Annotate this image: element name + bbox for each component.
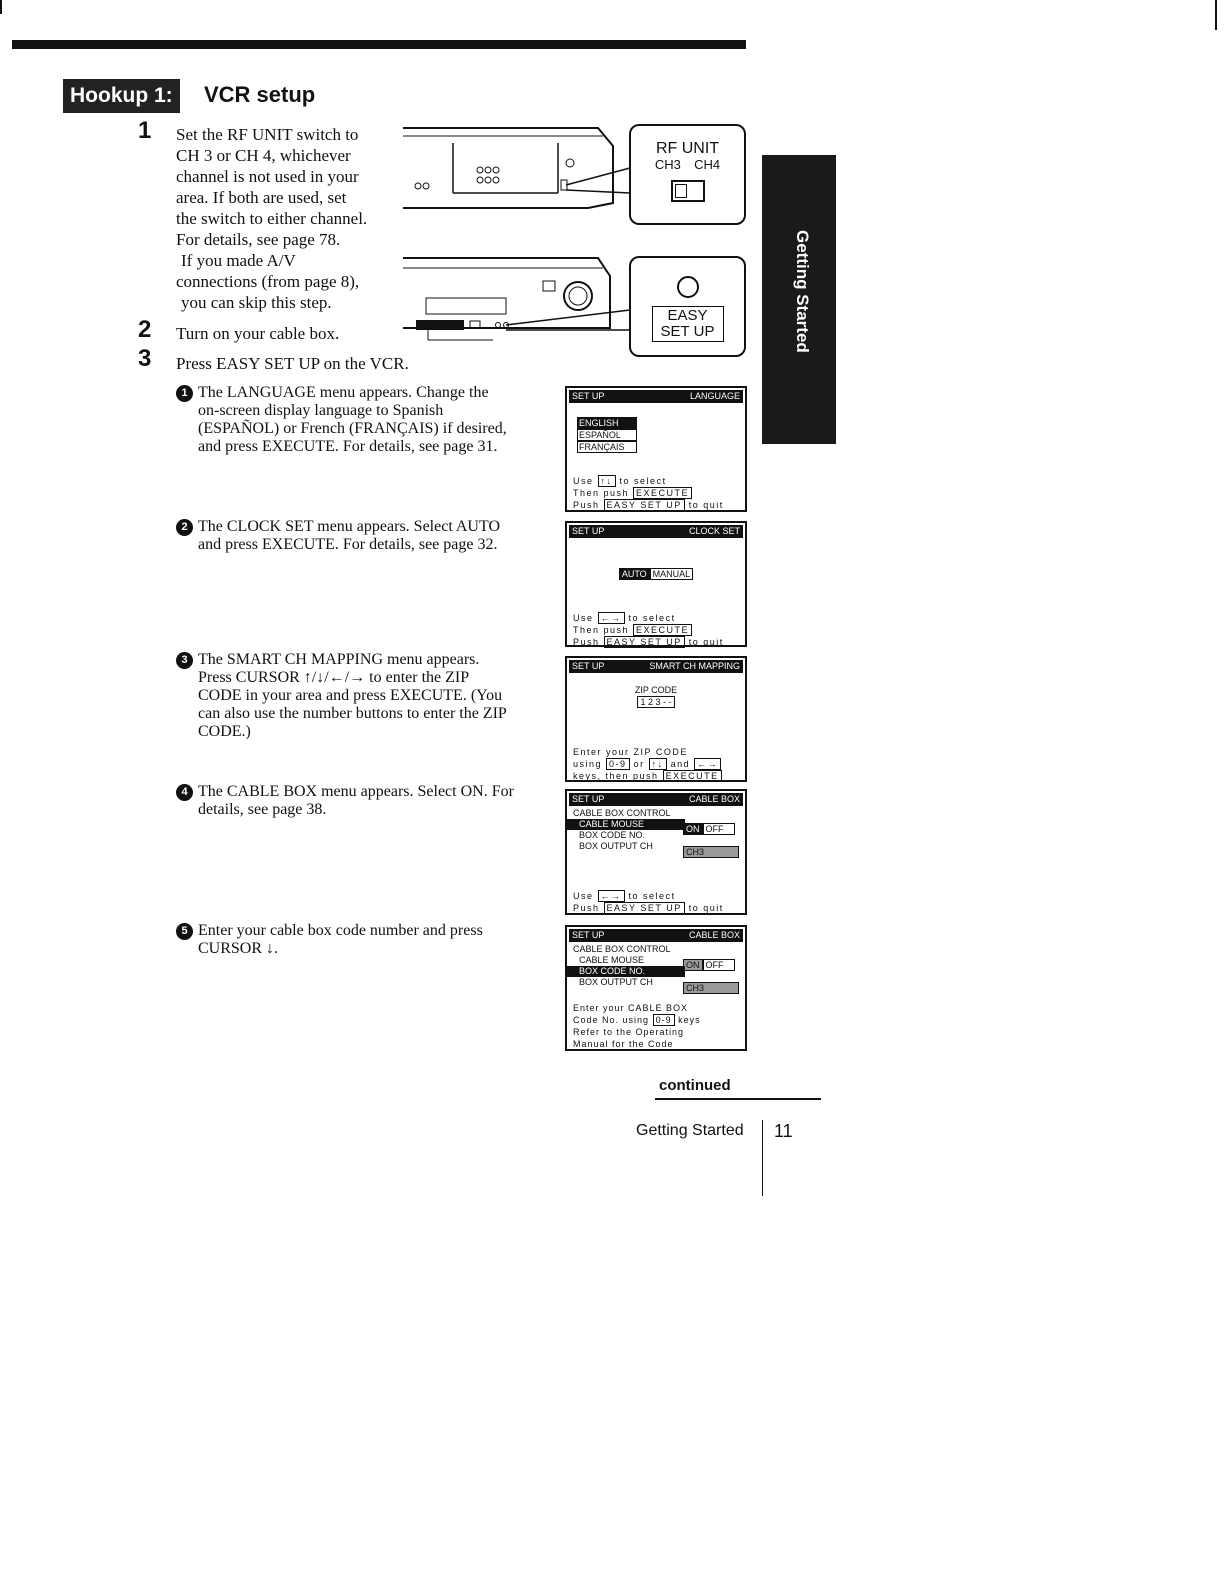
section-tab: Getting Started bbox=[762, 155, 836, 444]
step-marker-icon: 4 bbox=[176, 784, 193, 801]
footer-section: Getting Started bbox=[636, 1122, 744, 1139]
easy-setup-key: EASY SET UP bbox=[651, 306, 724, 342]
step-3-text: Press EASY SET UP on the VCR. bbox=[176, 354, 409, 373]
box-code-row: BOX CODE NO. bbox=[567, 966, 685, 977]
box-code-row: BOX CODE NO. bbox=[579, 830, 646, 840]
language-option: FRANÇAIS bbox=[577, 441, 637, 453]
language-option: ESPAÑOL bbox=[577, 429, 637, 441]
cable-mouse-row: CABLE MOUSE bbox=[567, 819, 685, 830]
easy-setup-button-icon bbox=[676, 276, 699, 298]
step-marker-icon: 2 bbox=[176, 519, 193, 536]
zip-code-field: 1 2 3 - - bbox=[637, 696, 675, 708]
footer-divider bbox=[762, 1120, 763, 1196]
box-output-row: BOX OUTPUT CH bbox=[579, 977, 653, 987]
cursor-keys-icon: ↑↓ bbox=[648, 758, 667, 770]
output-ch-value: CH3 bbox=[683, 846, 739, 858]
auto-option: AUTO bbox=[618, 568, 650, 580]
step-number: 1 bbox=[138, 117, 152, 144]
cursor-keys-icon: ↑↓ bbox=[597, 475, 616, 487]
section-tab-label: Getting Started bbox=[793, 230, 812, 353]
on-option: ON bbox=[683, 959, 703, 971]
off-option: OFF bbox=[702, 959, 735, 971]
vcr-illustration bbox=[403, 127, 631, 341]
rf-switch-icon bbox=[670, 180, 705, 202]
step-1-text: Set the RF UNIT switch to CH 3 or CH 4, … bbox=[176, 125, 368, 312]
page-number: 11 bbox=[774, 1121, 793, 1141]
box-output-row: BOX OUTPUT CH bbox=[579, 841, 653, 851]
off-option: OFF bbox=[702, 823, 735, 835]
crop-mark bbox=[1215, 0, 1217, 30]
language-option: ENGLISH bbox=[577, 417, 637, 429]
continued-label: continued bbox=[659, 1077, 731, 1094]
ch3-label: CH3 bbox=[654, 157, 681, 172]
cursor-keys-icon: ←→ bbox=[597, 890, 625, 902]
step-marker-icon: 5 bbox=[176, 923, 193, 940]
step-number: 2 bbox=[138, 316, 152, 343]
cursor-keys-icon: ←→ bbox=[597, 612, 625, 624]
step-marker-icon: 1 bbox=[176, 385, 193, 402]
cursor-keys-icon: ←→ bbox=[694, 758, 722, 770]
output-ch-value: CH3 bbox=[683, 982, 739, 994]
manual-option: MANUAL bbox=[649, 568, 694, 580]
step-number: 3 bbox=[138, 345, 152, 372]
rf-unit-label: RF UNIT bbox=[655, 140, 720, 157]
easy-setup-callout: EASY SET UP bbox=[629, 256, 746, 357]
continued-rule bbox=[655, 1098, 821, 1100]
page-title: VCR setup bbox=[204, 82, 316, 107]
hookup-label: Hookup 1: bbox=[63, 79, 180, 113]
cable-mouse-row: CABLE MOUSE bbox=[579, 955, 645, 965]
step-marker-icon: 3 bbox=[176, 652, 193, 669]
step-2-text: Turn on your cable box. bbox=[176, 324, 340, 343]
ch4-label: CH4 bbox=[694, 157, 721, 172]
rf-unit-callout: RF UNIT CH3 CH4 bbox=[629, 124, 746, 225]
crop-mark bbox=[0, 0, 2, 14]
top-rule bbox=[12, 40, 746, 49]
on-option: ON bbox=[683, 823, 703, 835]
